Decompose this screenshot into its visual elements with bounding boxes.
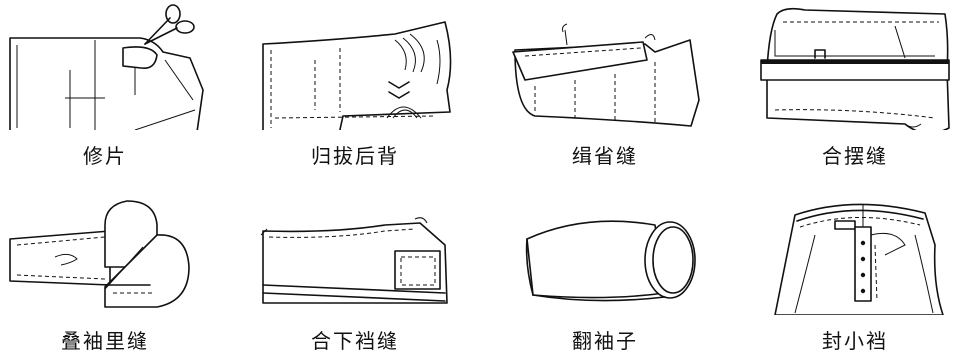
trim-panel-scissors-icon [5,0,205,130]
step-label: 修片 [83,144,127,168]
step-close-crotch: 封小裆 [755,185,955,353]
step-join-inseam: 合下裆缝 [255,185,455,353]
step-label: 归拔后背 [311,144,399,168]
step-shape-back: 归拔后背 [255,0,455,168]
turn-sleeve-icon [505,185,705,315]
step-join-hem: 合摆缝 [755,0,955,168]
step-label: 封小裆 [822,329,888,353]
step-turn-sleeve: 翻袖子 [505,185,705,353]
close-crotch-icon [755,185,955,315]
step-trim-panel: 修片 [5,0,205,168]
step-label: 合摆缝 [822,144,888,168]
step-label: 叠袖里缝 [61,329,149,353]
step-stitch-dart: 缉省缝 [505,0,705,168]
step-label: 缉省缝 [572,144,638,168]
join-hem-seam-icon [755,0,955,130]
step-label: 翻袖子 [572,329,638,353]
join-inseam-icon [255,185,455,315]
shape-back-panel-icon [255,0,455,130]
fold-sleeve-lining-icon [5,185,205,315]
step-fold-sleeve: 叠袖里缝 [5,185,205,353]
stitch-dart-icon [505,0,705,130]
step-label: 合下裆缝 [311,329,399,353]
